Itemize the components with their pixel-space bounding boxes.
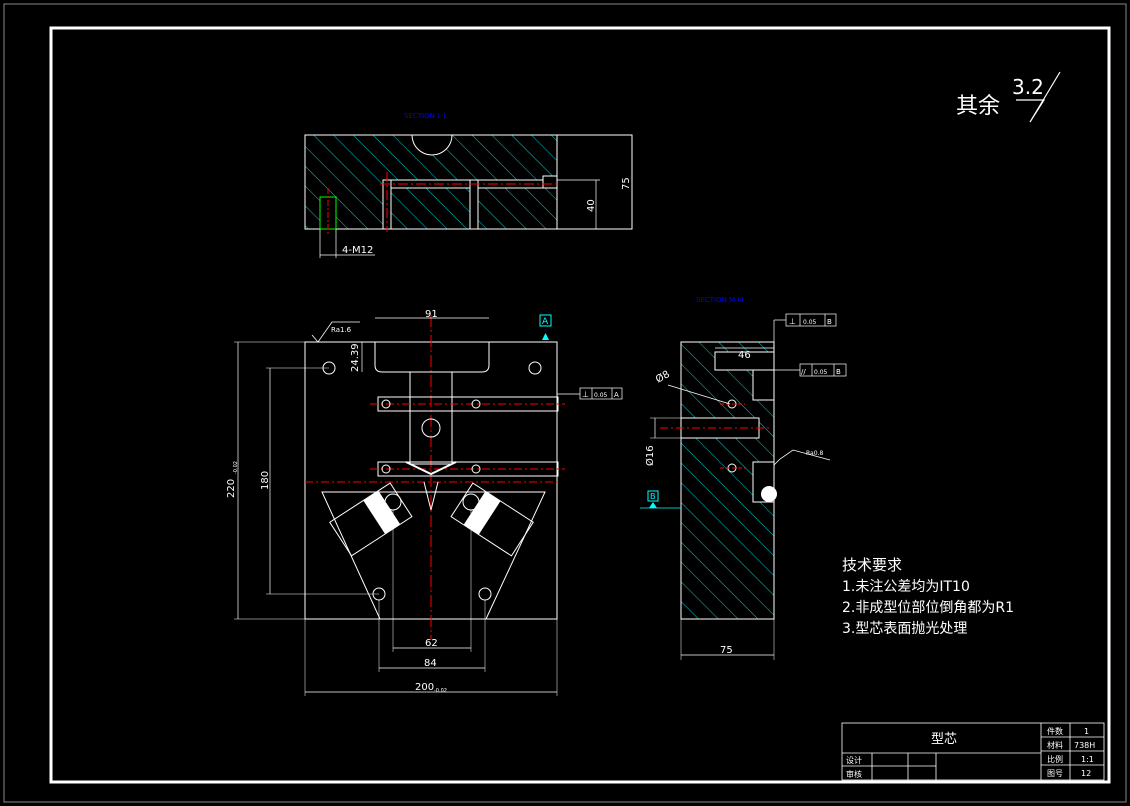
dim-200: 200 bbox=[415, 682, 434, 693]
qty-label: 件数 bbox=[1047, 726, 1063, 736]
tech-note-item: 3.型芯表面抛光处理 bbox=[842, 621, 967, 637]
front-fcf-datum: A bbox=[614, 391, 619, 399]
dim-62: 62 bbox=[425, 638, 438, 649]
tech-notes: 技术要求 1.未注公差均为IT10 2.非成型位部位倒角都为R1 3.型芯表面抛… bbox=[842, 556, 1014, 637]
surface-finish-value: 3.2 bbox=[1012, 75, 1044, 99]
title-block bbox=[841, 722, 1105, 781]
front-roughness: Ra1.6 bbox=[331, 326, 352, 334]
right-fcf1-symbol: ⊥ bbox=[789, 317, 796, 326]
dim-220-tol: -0.02 bbox=[233, 461, 239, 474]
right-fcf1-value: 0.05 bbox=[803, 319, 817, 326]
material-value: 738H bbox=[1074, 741, 1095, 750]
right-datum: B bbox=[650, 492, 656, 501]
tech-note-item: 1.未注公差均为IT10 bbox=[842, 579, 970, 595]
right-dim-75: 75 bbox=[720, 645, 733, 656]
thread-note: 4-M12 bbox=[342, 245, 373, 256]
scale-value: 1:1 bbox=[1081, 755, 1094, 764]
dim-220: 220 bbox=[226, 479, 237, 498]
section-top-title: SECTION L-L bbox=[404, 112, 447, 120]
right-fcf1-datum: B bbox=[827, 318, 832, 326]
scale-label: 比例 bbox=[1047, 754, 1063, 764]
section-top-view: SECTION L-L 40 75 4-M12 bbox=[304, 112, 633, 258]
tech-note-item: 2.非成型位部位倒角都为R1 bbox=[842, 600, 1014, 616]
dim-24-39: 24.39 bbox=[350, 343, 361, 372]
inner-frame bbox=[49, 26, 1111, 784]
material-label: 材料 bbox=[1047, 740, 1063, 750]
outer-frame bbox=[3, 3, 1127, 803]
title-block-text: 型芯 设计 审核 件数 1 材料 738H 比例 1:1 图号 12 bbox=[846, 726, 1095, 779]
dim-180: 180 bbox=[260, 471, 271, 490]
surface-finish-prefix: 其余 bbox=[956, 94, 1000, 119]
section-top-dim-75: 75 bbox=[621, 177, 632, 190]
dim-200-tol: -0.02 bbox=[434, 688, 447, 694]
review-label: 审核 bbox=[846, 769, 862, 779]
section-right-view: SECTION M-M 46 75 Ø8 Ø16 B Ra0.8 bbox=[640, 296, 847, 660]
dim-84: 84 bbox=[424, 658, 437, 669]
front-fcf-symbol: ⊥ bbox=[582, 390, 589, 399]
front-fcf-value: 0.05 bbox=[594, 392, 608, 399]
qty-value: 1 bbox=[1084, 727, 1089, 736]
tech-notes-heading: 技术要求 bbox=[842, 556, 902, 574]
surface-finish-symbol: 其余 3.2 bbox=[956, 71, 1061, 123]
section-right-title: SECTION M-M bbox=[696, 296, 744, 304]
right-fcf2-value: 0.05 bbox=[814, 369, 828, 376]
section-top-dim-40: 40 bbox=[586, 199, 597, 212]
right-dim-d16: Ø16 bbox=[644, 445, 656, 466]
dim-91: 91 bbox=[425, 309, 438, 320]
right-fcf2-datum: B bbox=[836, 368, 841, 376]
drawing-no-value: 12 bbox=[1081, 769, 1091, 778]
part-name: 型芯 bbox=[931, 732, 957, 747]
right-dim-d8: Ø8 bbox=[654, 368, 672, 386]
right-fcf2-symbol: // bbox=[801, 368, 806, 376]
design-label: 设计 bbox=[846, 755, 862, 765]
right-roughness: Ra0.8 bbox=[806, 450, 823, 457]
front-view: 91 24.39 220 -0.02 180 62 84 200 -0.02 R… bbox=[226, 309, 623, 696]
drawing-no-label: 图号 bbox=[1047, 769, 1063, 778]
right-dim-46: 46 bbox=[738, 350, 751, 361]
front-datum: A bbox=[542, 317, 549, 327]
